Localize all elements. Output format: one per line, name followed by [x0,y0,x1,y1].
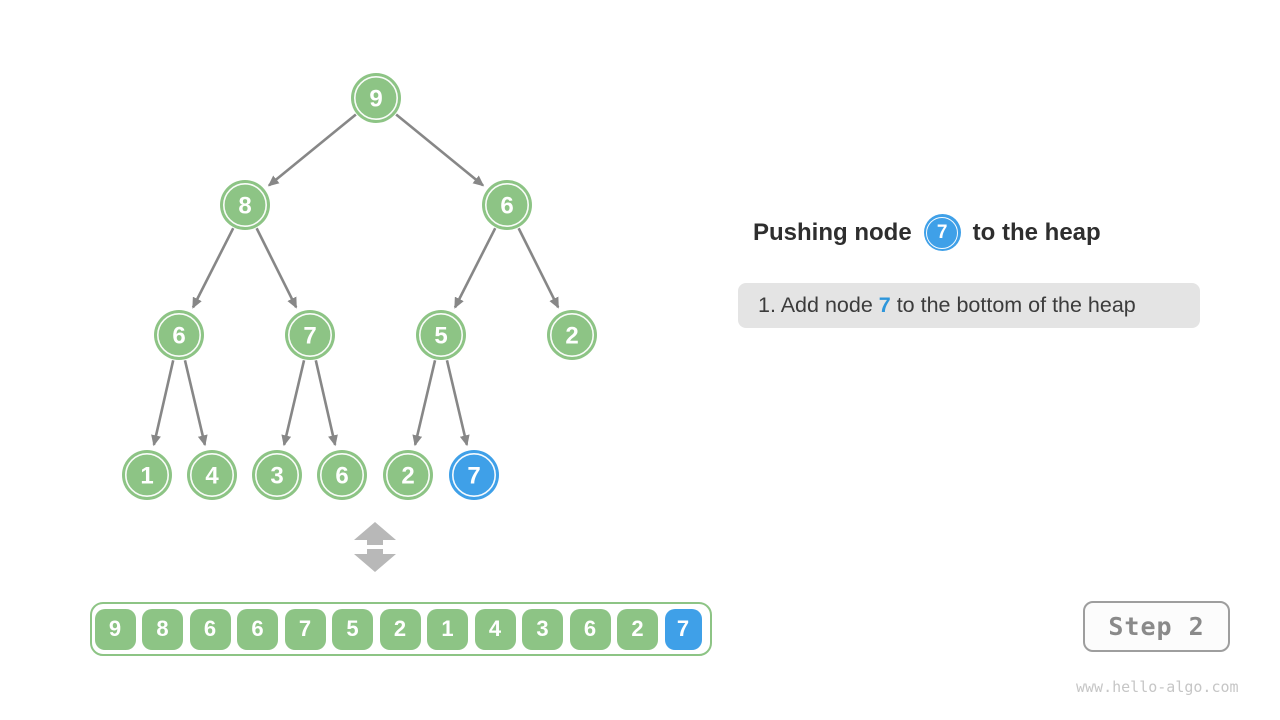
tree-node-6: 6 [317,450,367,500]
tree-node-value: 6 [500,193,513,220]
tree-node-1: 1 [122,450,172,500]
tree-node-value: 6 [172,323,185,350]
tree-node-value: 8 [238,193,251,220]
tree-edge [517,227,560,309]
title-suffix: to the heap [972,218,1101,246]
tree-edge [151,360,175,447]
tree-node-value: 7 [303,323,316,350]
tree-edge [314,360,338,447]
tree-edge [255,227,298,309]
tree-node-5: 5 [416,310,466,360]
array-cell-11: 2 [617,608,658,650]
tree-node-9: 9 [351,73,401,123]
tree-edge [267,113,357,187]
tree-edge [412,360,437,447]
array-cell-5: 5 [332,608,373,650]
step-badge: Step 2 [1083,601,1230,652]
tree-edge [191,227,235,309]
array-cell-9: 3 [522,608,563,650]
diagram-title: Pushing node 7 to the heap [753,214,1101,251]
tree-edge [183,360,208,447]
tree-node-value: 4 [205,463,219,490]
tree-node-value: 2 [565,323,578,350]
array-cell-3: 6 [237,608,278,650]
tree-node-2: 2 [547,310,597,360]
up-down-arrow-icon [354,522,396,572]
array-cell-6: 2 [379,608,421,650]
tree-node-8: 8 [220,180,270,230]
tree-node-value: 9 [369,86,382,113]
array-cell-1: 8 [142,608,183,650]
array-cell-8: 4 [474,608,516,650]
tree-node-value: 5 [434,323,447,350]
tree-node-2: 2 [383,450,433,500]
instruction-box: 1. Add node 7 to the bottom of the heap [738,283,1200,328]
array-cell-7: 1 [427,608,468,650]
heap-tree: 9 8 6 6 7 5 2 1 4 3 6 2 7 [122,73,597,500]
tree-node-7-highlighted: 7 [449,450,499,500]
array-cell-10: 6 [569,608,611,650]
array-cell-12-highlighted: 7 [664,608,702,650]
array-cell-0: 9 [94,608,136,650]
tree-node-value: 3 [270,463,283,490]
array-cell-2: 6 [189,608,231,650]
tree-edge [395,113,485,187]
down-arrow-shape [354,549,396,572]
up-arrow-shape [354,522,396,545]
pushed-node-badge: 7 [923,214,961,251]
tree-edge [281,360,306,447]
tree-node-6: 6 [154,310,204,360]
instruction-text-before: 1. Add node [758,293,879,317]
array-cell-4: 7 [284,608,326,650]
tree-node-3: 3 [252,450,302,500]
instruction-text-after: to the bottom of the heap [890,293,1136,317]
instruction-highlight-value: 7 [878,293,891,317]
tree-edge [445,360,470,447]
watermark: www.hello-algo.com [1076,678,1239,696]
tree-node-value: 6 [335,463,348,490]
pushed-node-value: 7 [936,221,948,243]
title-prefix: Pushing node [753,218,912,246]
tree-node-4: 4 [187,450,237,500]
tree-node-6: 6 [482,180,532,230]
tree-node-7: 7 [285,310,335,360]
tree-node-value: 1 [140,463,153,490]
tree-edge [453,227,497,309]
tree-node-value: 2 [401,463,414,490]
tree-node-value: 7 [467,463,480,490]
